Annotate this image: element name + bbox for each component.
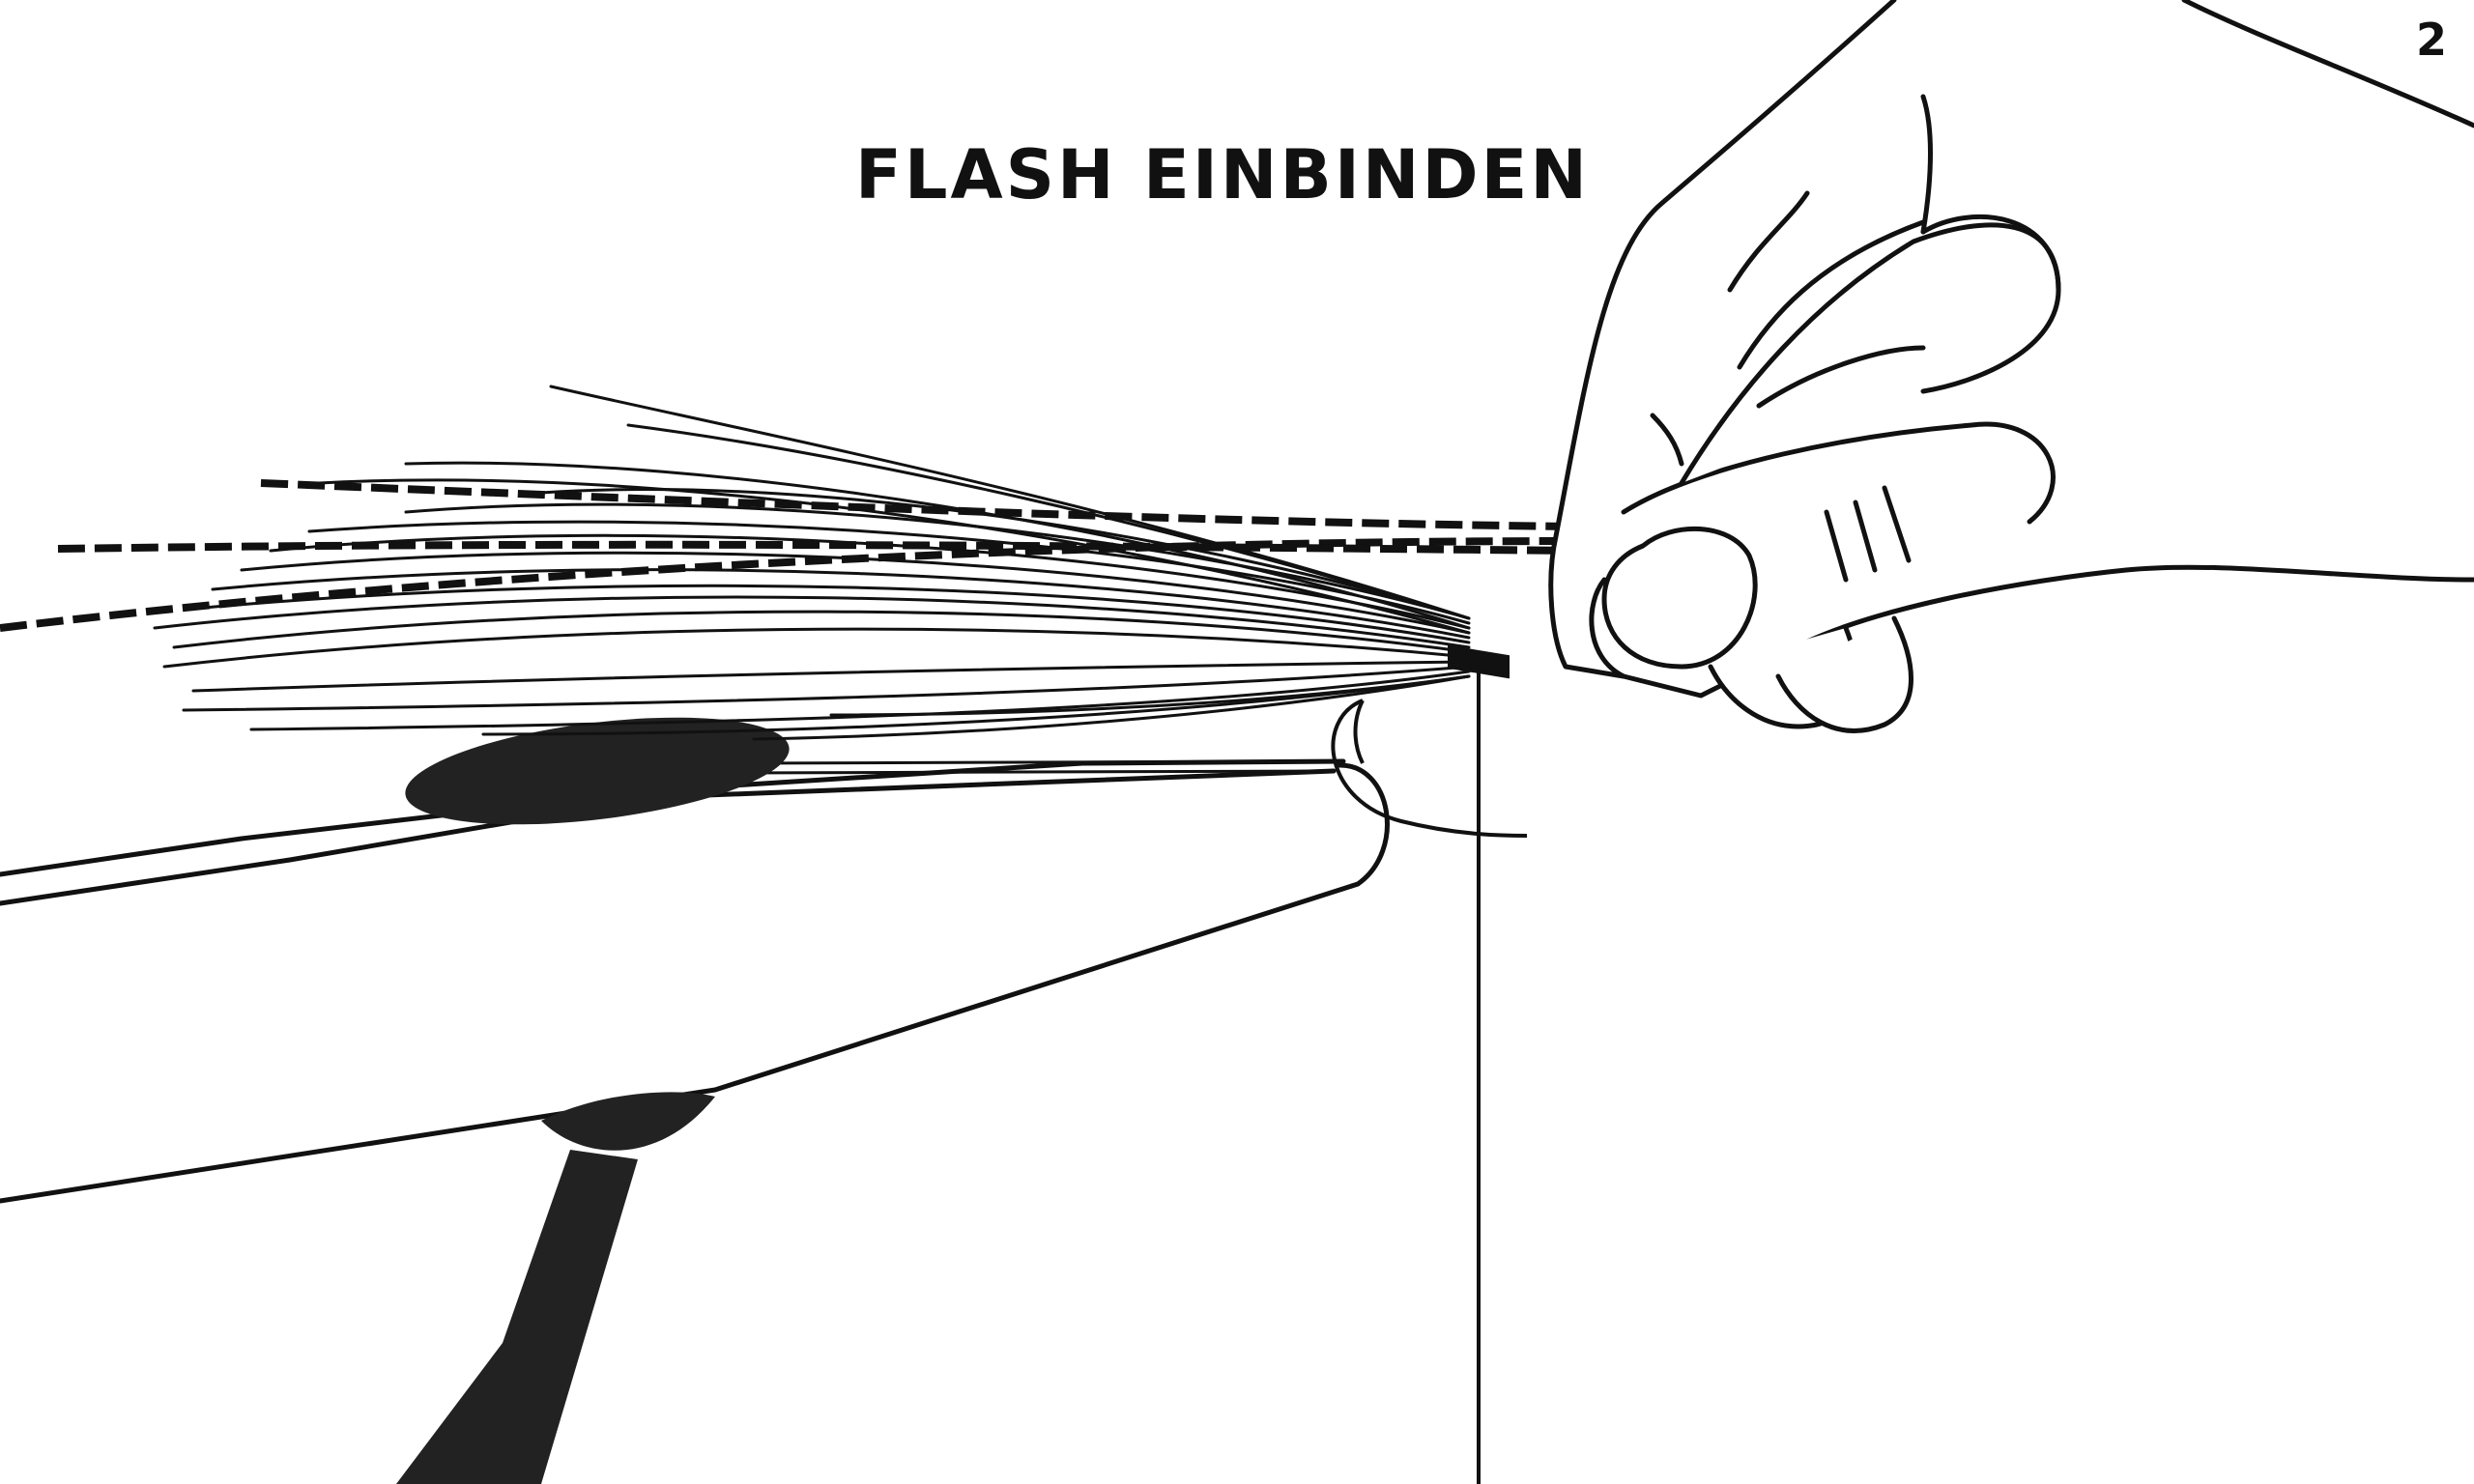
page-title: FLASH EINBINDEN [855, 135, 1590, 214]
fibers-icon [0, 479, 1576, 632]
page-number: 2 [2415, 14, 2447, 66]
vise-icon [0, 717, 1390, 1484]
thread-icon [1448, 644, 1510, 1484]
hook-icon [1331, 699, 1528, 838]
hand-icon [1548, 0, 2474, 733]
